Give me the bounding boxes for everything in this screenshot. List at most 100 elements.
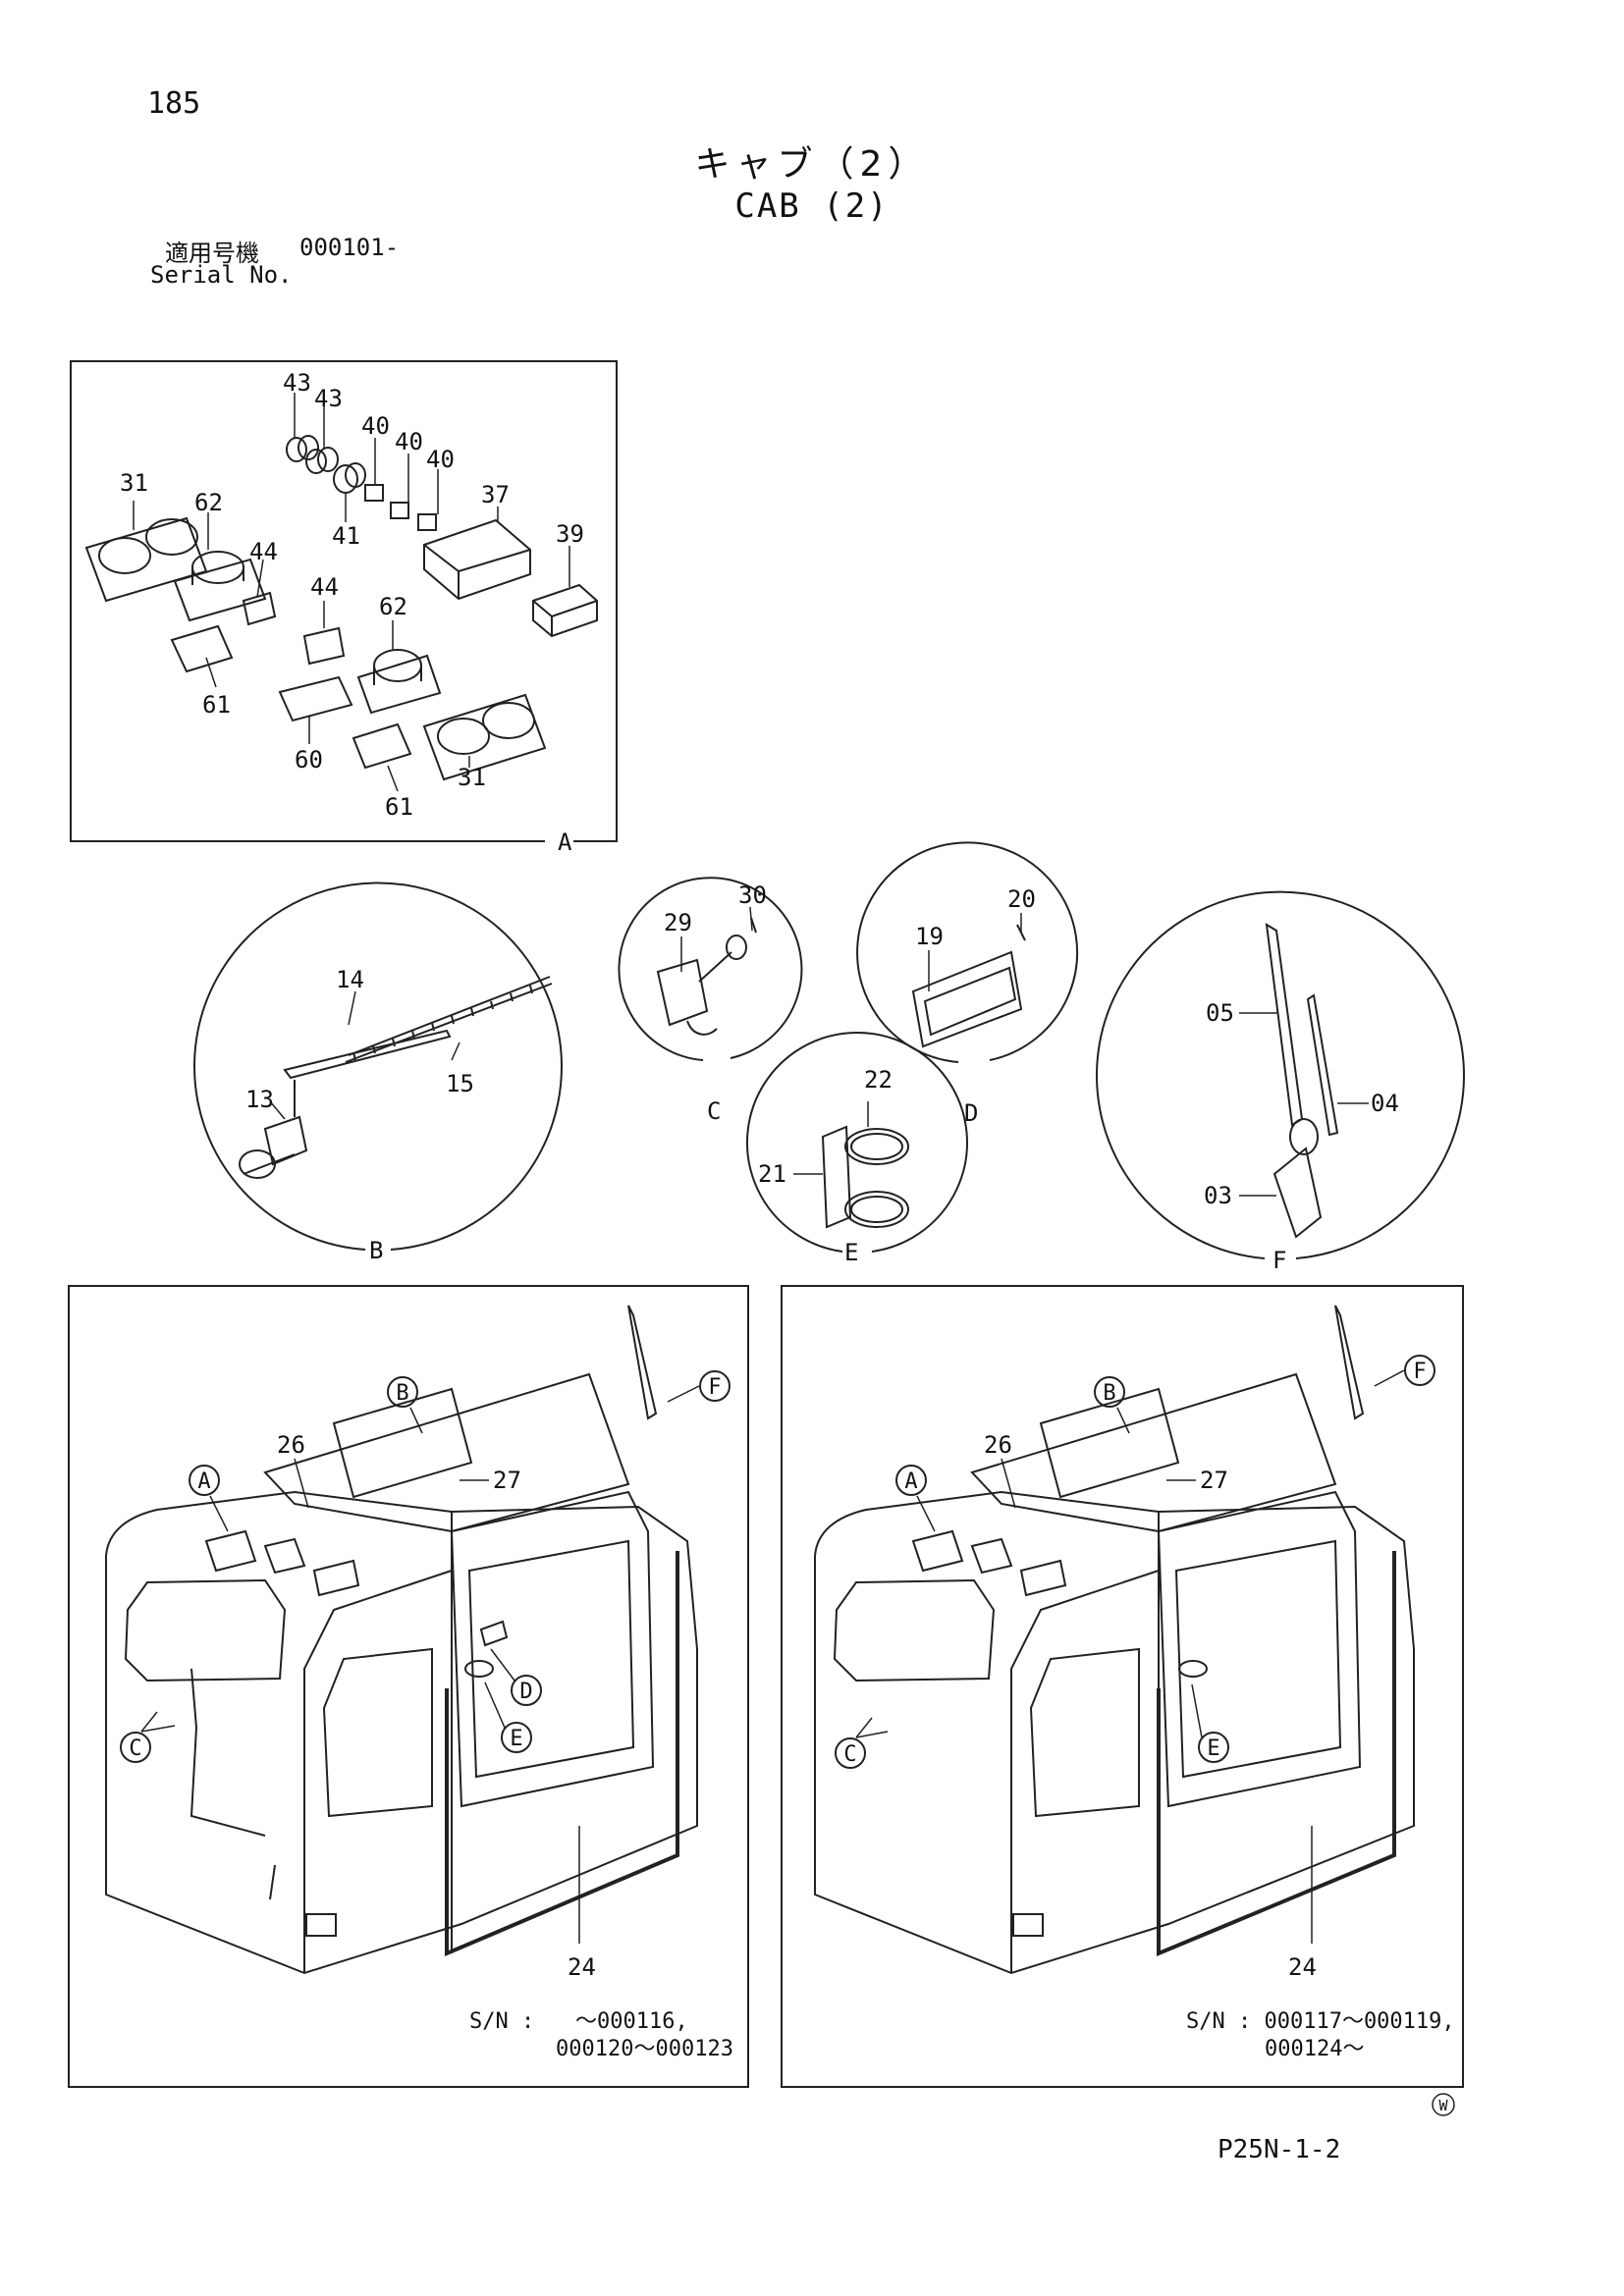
detail-e-leaders (793, 1101, 869, 1175)
callout-24-left: 24 (568, 1953, 596, 1981)
hook-29 (656, 934, 747, 1036)
callout-13: 13 (245, 1086, 274, 1113)
callout-43a: 43 (283, 369, 311, 397)
marker-f: F (1413, 1360, 1426, 1384)
detail-d-letter: D (964, 1099, 978, 1127)
detail-b-circle (193, 881, 563, 1251)
callout-20: 20 (1007, 885, 1036, 913)
detail-a-frame (70, 360, 618, 842)
callout-14: 14 (336, 966, 364, 993)
cab-right-vent (1012, 1913, 1044, 1937)
callout-03: 03 (1204, 1182, 1232, 1209)
wiper-motor-03 (1272, 1118, 1323, 1239)
callout-26-right: 26 (984, 1431, 1012, 1459)
cab-left-roof-window (332, 1387, 473, 1499)
cab-left-pipe (189, 1668, 276, 1900)
callout-61-right: 61 (385, 793, 413, 821)
callout-04: 04 (1371, 1090, 1399, 1117)
page-number: 185 (147, 86, 201, 121)
switch-40-a (364, 484, 384, 502)
switch-40-c (417, 513, 437, 531)
relay-44-a (242, 591, 277, 626)
detail-a-letter: A (558, 828, 572, 856)
detail-a: A (70, 360, 618, 856)
cab-right-speakers (911, 1529, 1067, 1597)
callout-27-left: 27 (493, 1467, 521, 1494)
speaker-right (356, 649, 442, 715)
cab-right-sn-line1: S/N : 000117～000119, (1186, 2009, 1455, 2034)
callout-37: 37 (481, 481, 510, 508)
cover-60 (278, 675, 353, 722)
cab-right-serial: S/N : 000117～000119, 000124～ (1186, 2009, 1455, 2061)
cab-right-roof-window (1039, 1387, 1180, 1499)
serial-value: 000101- (299, 234, 400, 261)
knob-41 (333, 462, 366, 494)
callout-26-left: 26 (277, 1431, 305, 1459)
callout-41: 41 (332, 522, 360, 550)
callout-05: 05 (1206, 999, 1234, 1027)
cab-right-wiper (1334, 1305, 1365, 1420)
detail-e-callouts: 22 21 (758, 1066, 893, 1188)
cab-right-rear-window (1029, 1647, 1140, 1818)
cab-left-markers (120, 1370, 731, 1763)
cab-right-cupholder (1178, 1660, 1208, 1678)
detail-d-circle (856, 841, 1079, 1063)
cab-right: A B C E F 26 27 24 S/N : 000117～000119, … (781, 1285, 1464, 2088)
detail-b-callouts: 14 15 13 (245, 966, 474, 1113)
speaker-grille-left (84, 516, 208, 603)
detail-b: B 14 15 13 (193, 881, 563, 1264)
detail-d: D 20 19 (856, 841, 1079, 1127)
unit-39 (532, 583, 598, 638)
relay-44-b (302, 626, 346, 666)
cab-left-body (105, 1305, 698, 1975)
callout-39: 39 (556, 520, 584, 548)
detail-c-circle (618, 877, 803, 1061)
cab-right-side-window (833, 1578, 996, 1682)
serial-label-jp: 適用号機 (165, 240, 259, 267)
cab-left-sn-label: S/N : (469, 2009, 534, 2034)
speaker-left (173, 551, 267, 622)
serial-label-en: Serial No. (150, 261, 293, 289)
detail-c-letter: C (707, 1097, 721, 1125)
callout-44b: 44 (310, 573, 339, 601)
detail-d-leaders (928, 913, 1022, 991)
callout-31-right: 31 (458, 764, 486, 791)
speaker-cover-right (352, 722, 412, 770)
marker-f: F (708, 1375, 721, 1400)
wiper-arm-04 (1306, 993, 1339, 1137)
callout-27-right: 27 (1200, 1467, 1228, 1494)
cab-left-pocket (479, 1620, 509, 1647)
plugs-43 (286, 435, 339, 474)
detail-c: C 30 29 (618, 877, 803, 1125)
callout-60: 60 (295, 746, 323, 774)
page-code: P25N-1-2 (1218, 2135, 1341, 2164)
cab-right-callouts: 26 27 24 (984, 1431, 1317, 1981)
detail-b-leaders (269, 990, 460, 1120)
cab-left-side-window (124, 1578, 287, 1682)
callout-62-left: 62 (194, 489, 223, 516)
w-mark-letter: W (1438, 2097, 1448, 2114)
cab-right-roof (970, 1372, 1337, 1533)
cab-left-vent (305, 1913, 337, 1937)
detail-c-leaders (680, 906, 753, 972)
marker-d: D (519, 1680, 532, 1704)
cab-right-body (814, 1305, 1415, 1975)
page-title-jp: キャブ（2） (694, 144, 930, 185)
cab-left-callouts: 26 27 24 (277, 1431, 596, 1981)
detail-e: E 22 21 (746, 1032, 968, 1266)
marker-c: C (843, 1742, 856, 1767)
callout-21: 21 (758, 1160, 786, 1188)
detail-f-circle (1096, 890, 1465, 1259)
cab-left-wiper (627, 1305, 658, 1420)
cab-left-frame (68, 1285, 749, 2088)
cab-left-speakers (204, 1529, 360, 1597)
cab-right-door (1157, 1490, 1362, 1808)
speaker-cover-left (170, 624, 234, 673)
callout-22: 22 (864, 1066, 893, 1094)
cab-left-rear-window (322, 1647, 433, 1818)
cab-left-sn-line2: 000120～000123 (556, 2037, 733, 2061)
cup-holder-21 (821, 1125, 909, 1229)
cab-right-marker-letters: A B C E F (843, 1360, 1426, 1767)
speaker-grille-right (422, 693, 547, 781)
